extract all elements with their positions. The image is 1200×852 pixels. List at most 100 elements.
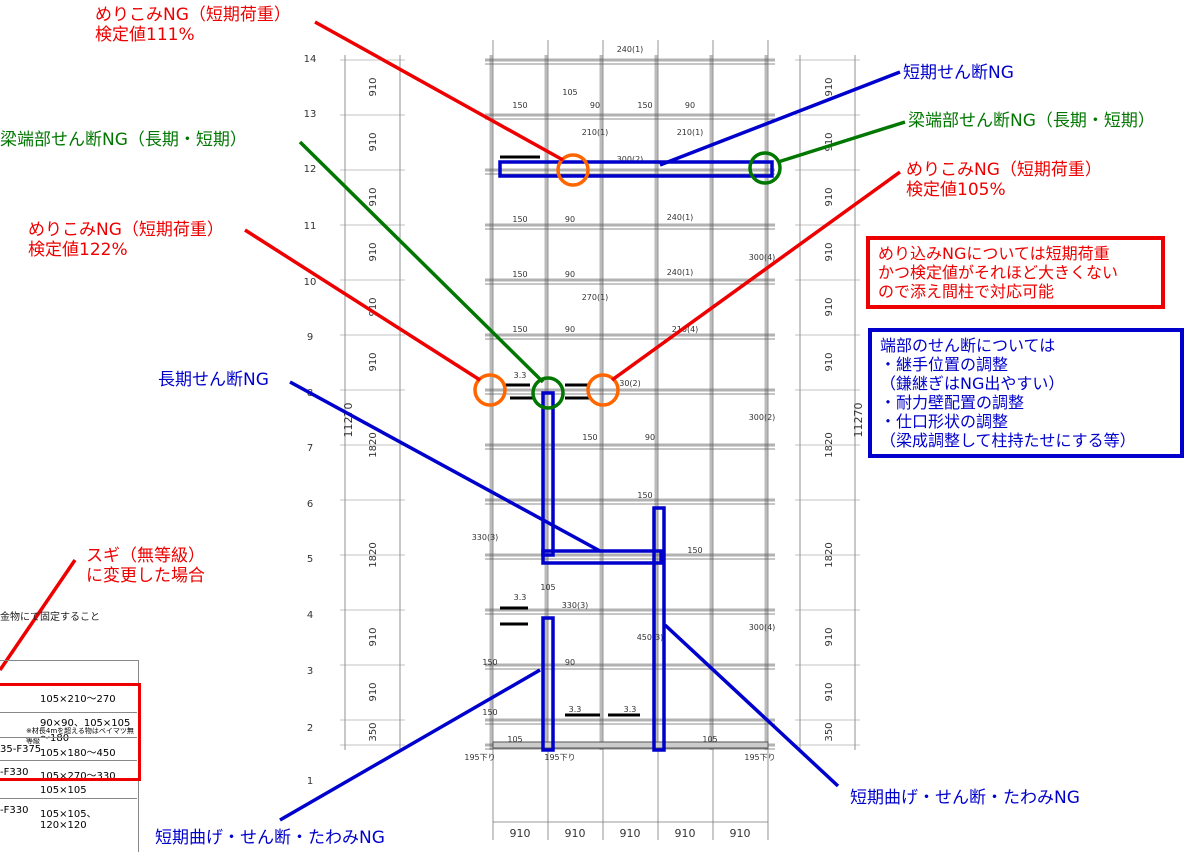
- member-label: 150: [512, 270, 527, 279]
- member-label: 450(3): [637, 633, 664, 642]
- left-dimension: 910: [368, 352, 379, 371]
- bottom-dimension: 910: [620, 827, 641, 840]
- annotation-merikomi-105: めりこみNG（短期荷重）検定値105%: [906, 160, 1102, 200]
- member-label: 90: [565, 325, 575, 334]
- member-label: 210(1): [582, 128, 609, 137]
- row-axis-label: 6: [307, 499, 313, 510]
- row-axis-label: 4: [307, 610, 313, 621]
- row-axis-label: 7: [307, 443, 313, 454]
- table-row: -F330 105×105、120×120: [0, 798, 137, 831]
- member-label: 150: [687, 546, 702, 555]
- member-label: 3.3: [569, 705, 582, 714]
- size-cell: 105×210～270: [40, 694, 116, 705]
- leader-line: [659, 70, 901, 167]
- member-label: 3.3: [514, 593, 527, 602]
- ng-joint-circle: [556, 153, 590, 187]
- member-label: 3.3: [514, 371, 527, 380]
- member-label: 195下り: [744, 753, 775, 762]
- row-axis-label: 1: [307, 776, 313, 787]
- leader-line: [663, 623, 840, 788]
- row-axis-label: 10: [304, 277, 317, 288]
- member-label: 240(1): [667, 268, 694, 277]
- table-footnote: ※材長4mを超える物はベイマツ無等級: [26, 727, 134, 745]
- row-axis-label: 3: [307, 666, 313, 677]
- annotation-sugi: スギ（無等級）に変更した場合: [86, 546, 205, 586]
- left-dimension: 1820: [368, 542, 379, 567]
- leader-line: [610, 170, 902, 382]
- member-label: 105: [702, 735, 717, 744]
- right-dimension: 1820: [824, 432, 835, 457]
- ng-member-highlight: [541, 616, 555, 752]
- table-row: -F330 105×270～330: [0, 760, 137, 782]
- bottom-dimension: 910: [675, 827, 696, 840]
- annotation-bend-left: 短期曲げ・せん断・たわみNG: [155, 828, 385, 848]
- member-label: 150: [582, 433, 597, 442]
- member-label: 195下り: [544, 753, 575, 762]
- member-label: 300(2): [617, 155, 644, 164]
- member-label: 30(2): [619, 379, 641, 388]
- right-dimension: 910: [824, 627, 835, 646]
- right-dimension: 910: [824, 352, 835, 371]
- grade-cell: 35-F375: [0, 744, 42, 755]
- annotation-bend-right: 短期曲げ・せん断・たわみNG: [850, 788, 1080, 808]
- bottom-dimension: 910: [510, 827, 531, 840]
- size-cell: 105×105、120×120: [40, 809, 97, 831]
- highlight-box: [0, 683, 141, 781]
- size-cell: 105×105: [40, 785, 87, 796]
- right-dimension: 1820: [824, 542, 835, 567]
- right-dimension: 910: [824, 187, 835, 206]
- member-label: 195下り: [464, 753, 495, 762]
- total-dimension: 11270: [342, 403, 355, 438]
- member-label: 90: [565, 658, 575, 667]
- member-label: 90: [590, 101, 600, 110]
- ng-member-highlight: [541, 549, 663, 565]
- left-dimension: 910: [368, 132, 379, 151]
- member-label: 150: [482, 658, 497, 667]
- size-cell: 105×180～450: [40, 748, 116, 759]
- member-label: 330(3): [472, 533, 499, 542]
- member-label: 150: [637, 101, 652, 110]
- ng-member-highlight: [652, 506, 666, 752]
- leader-line: [298, 140, 545, 384]
- member-label: 210(1): [677, 128, 704, 137]
- left-dimension: 910: [368, 682, 379, 701]
- member-label: 105: [507, 735, 522, 744]
- member-label: 300(4): [749, 623, 776, 632]
- left-dimension: 1820: [368, 432, 379, 457]
- row-axis-label: 2: [307, 723, 313, 734]
- member-label: 240(1): [617, 45, 644, 54]
- ng-joint-circle: [586, 373, 620, 407]
- grade-cell: -F330: [0, 805, 29, 816]
- member-label: 150: [512, 215, 527, 224]
- foundation-strip: [492, 741, 769, 749]
- member-label: 150: [512, 325, 527, 334]
- bottom-dimension: 910: [730, 827, 751, 840]
- left-dimension: 910: [368, 187, 379, 206]
- annotation-beam-end-shear-left: 梁端部せん断NG（長期・短期）: [0, 130, 247, 150]
- bottom-dimension: 910: [565, 827, 586, 840]
- left-dimension: 910: [368, 77, 379, 96]
- member-label: 90: [565, 270, 575, 279]
- table-row: 90×90、105×105～180※材長4mを超える物はベイマツ無等級: [0, 712, 137, 745]
- right-dimension: 350: [824, 722, 835, 741]
- size-cell: 105×270～330: [40, 771, 116, 782]
- left-dimension: 910: [368, 242, 379, 261]
- annotation-long-shear: 長期せん断NG: [158, 370, 269, 390]
- leader-line: [314, 20, 564, 162]
- member-label: 90: [645, 433, 655, 442]
- annotation-merikomi-122: めりこみNG（短期荷重）検定値122%: [28, 220, 224, 260]
- member-label: 300(2): [749, 413, 776, 422]
- table-note: 金物にて固定すること: [0, 612, 100, 623]
- leader-line: [777, 120, 906, 164]
- member-label: 105: [540, 583, 555, 592]
- left-dimension: 910: [368, 627, 379, 646]
- member-label: 105: [562, 88, 577, 97]
- row-axis-label: 5: [307, 554, 313, 565]
- right-dimension: 910: [824, 132, 835, 151]
- ng-joint-circle: [748, 151, 782, 185]
- right-dimension: 910: [824, 77, 835, 96]
- grade-cell: -F330: [0, 767, 29, 778]
